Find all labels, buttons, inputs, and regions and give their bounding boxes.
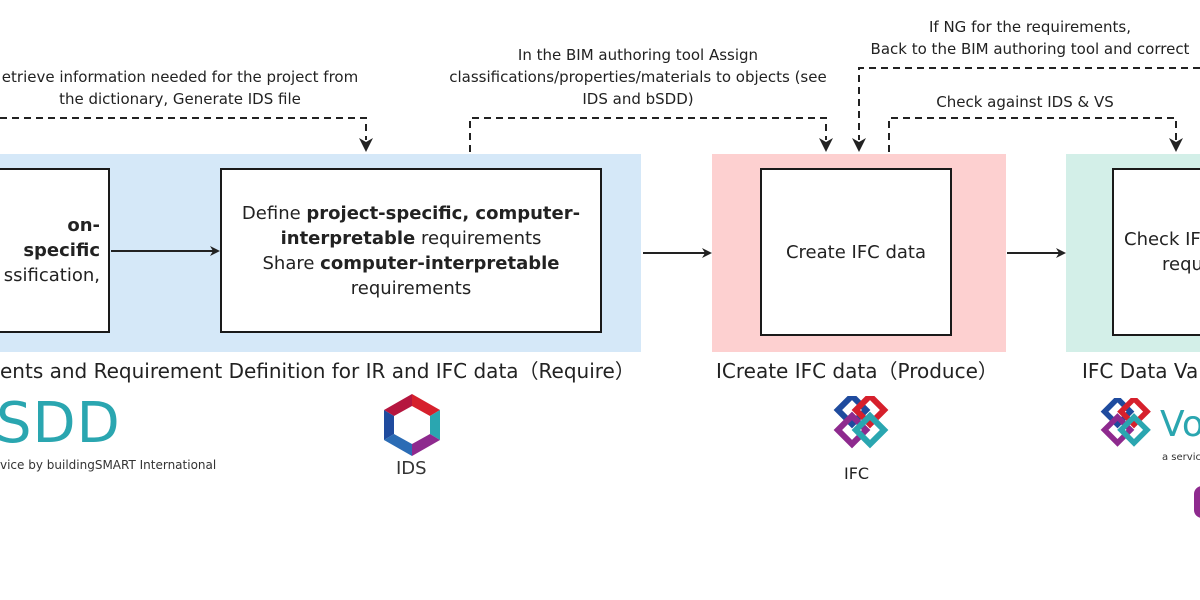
define-line3-bold: computer-interpretable: [320, 252, 560, 274]
box-first-line2: ssification,: [3, 265, 100, 286]
ids-logo-text: IDS: [396, 458, 427, 479]
box-check-line1: Check IFC: [1124, 229, 1200, 250]
ids-logo: IDS: [374, 392, 450, 484]
box-create-ifc-label: Create IFC data: [785, 241, 927, 263]
bsdd-logo: SDD vice by buildingSMART International: [0, 392, 216, 478]
note-ng-line1: If NG for the requirements,: [928, 18, 1131, 36]
note-assign-line3: IDS and bSDD): [582, 90, 694, 108]
note-assign: In the BIM authoring tool Assign classif…: [438, 44, 838, 110]
note-retrieve-line2: the dictionary, Generate IDS file: [59, 90, 301, 108]
note-ng: If NG for the requirements, Back to the …: [860, 16, 1200, 60]
note-retrieve: etrieve information needed for the proje…: [0, 66, 360, 110]
note-check-line: Check against IDS & VS: [936, 93, 1114, 111]
validation-service-logo-subtitle: a service: [1162, 452, 1200, 463]
caption-produce: ICreate IFC data（Produce）: [716, 359, 998, 383]
bsdd-logo-subtitle: vice by buildingSMART International: [0, 458, 217, 472]
define-line2-normal: requirements: [415, 227, 542, 249]
box-check-ifc: Check IFC requ: [1112, 168, 1200, 336]
dashed-arrow-ng: [858, 67, 1200, 140]
define-line1-normal: Define: [241, 202, 307, 224]
define-line3-normal: Share: [262, 252, 321, 274]
ifc-logo-text: IFC: [844, 464, 870, 483]
box-first: on-specific ssification,: [0, 168, 110, 333]
validation-service-logo-text: Vo: [1160, 404, 1200, 445]
define-line2-bold: interpretable: [280, 227, 416, 249]
caption-validate: IFC Data Vali: [1082, 359, 1200, 383]
note-assign-line2: classifications/properties/materials to …: [449, 68, 827, 86]
note-assign-line1: In the BIM authoring tool Assign: [517, 46, 759, 64]
ifc-logo-icon: [833, 391, 889, 449]
dashed-arrow-assign: [469, 117, 827, 152]
ids-logo-icon: [384, 394, 440, 456]
note-check: Check against IDS & VS: [925, 91, 1125, 113]
box-create-ifc: Create IFC data: [760, 168, 952, 336]
partial-purple-icon: [1194, 486, 1200, 518]
define-line1-bold: project-specific, computer-: [306, 202, 581, 224]
bsdd-logo-text: SDD: [0, 391, 121, 456]
dashed-arrow-check: [888, 117, 1177, 152]
note-retrieve-line1: etrieve information needed for the proje…: [1, 68, 359, 86]
validation-service-logo-icon: [1100, 394, 1151, 447]
dashed-arrow-retrieve: [0, 117, 367, 140]
validation-service-logo: Vo a service: [1090, 394, 1200, 468]
box-check-line2: requ: [1162, 254, 1200, 275]
box-define-requirements: Define project-specific, computer- inter…: [220, 168, 602, 333]
define-line4-normal: requirements: [350, 277, 472, 299]
caption-require: ents and Requirement Definition for IR a…: [0, 359, 635, 383]
ifc-logo: IFC: [822, 391, 894, 488]
box-first-line1: on-specific: [23, 215, 100, 261]
note-ng-line2: Back to the BIM authoring tool and corre…: [870, 40, 1190, 58]
